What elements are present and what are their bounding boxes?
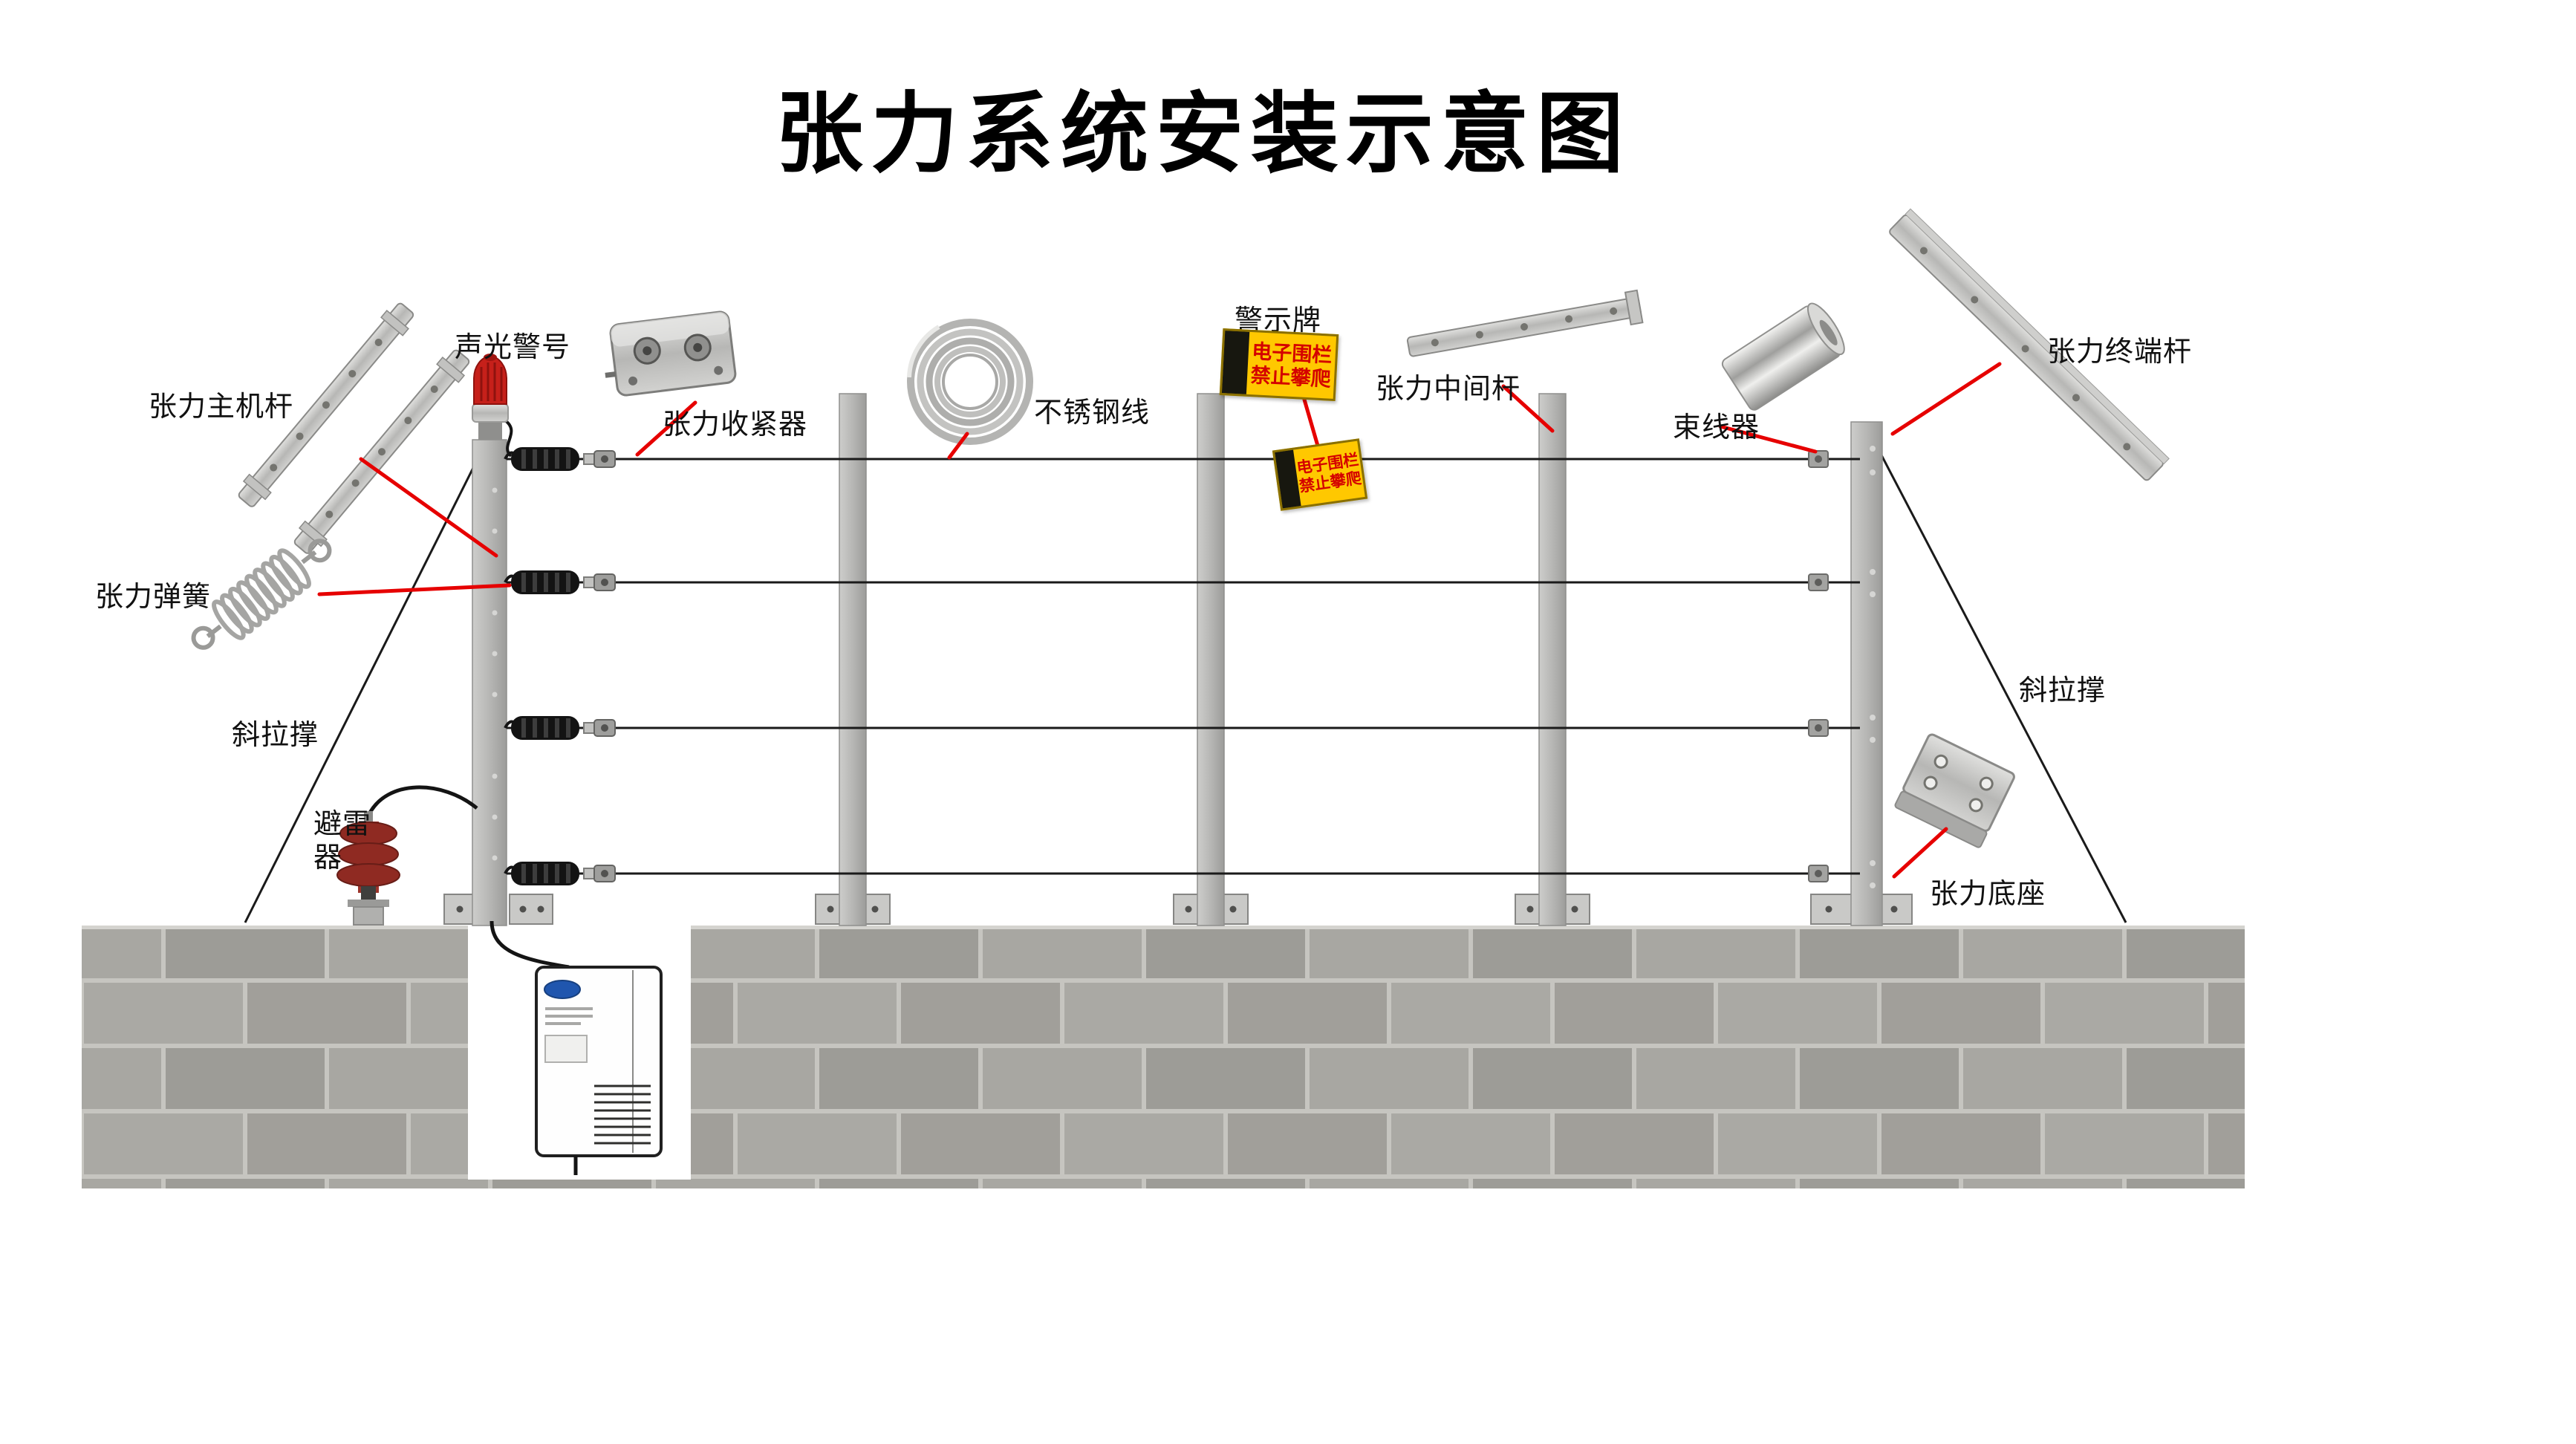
warning-sign-on-fence: 电子围栏 禁止攀爬 [1272,438,1368,511]
fence-posts [472,393,1883,926]
label-diagonal-brace-left: 斜拉撑 [232,720,319,751]
diagonal-braces [244,436,2127,923]
label-middle-post: 张力中间杆 [1376,374,1521,405]
leader-tension-base [1892,827,1948,879]
spring-attachments [504,446,617,887]
wire-clamps-right [1808,450,1829,882]
wire-clamp-sample [1721,302,1845,411]
warning-sign-stripe [1221,331,1250,394]
label-wire-clamp: 束线器 [1673,412,1760,443]
label-main-post: 张力主机杆 [149,391,294,423]
main-post-sample [238,302,470,554]
masonry-wall [82,926,2245,1188]
leader-tension-spring [317,583,512,596]
leader-main-post [359,457,498,558]
middle-post-2 [1197,393,1225,926]
controller-cable-in [489,920,570,969]
leader-tensioner [635,400,697,457]
brand-logo [544,980,581,999]
tensioner-sample [605,310,737,397]
tension-spring-sample [191,539,332,650]
leader-middle-post [1501,384,1555,433]
alarm-beacon [472,354,513,458]
label-diagonal-brace-right: 斜拉撑 [2019,675,2107,706]
warning-sign-sample: 电子围栏 禁止攀爬 [1219,328,1339,402]
post-bases [443,894,1913,925]
warning-sign-line2: 禁止攀爬 [1249,364,1332,391]
label-terminal-post: 张力终端杆 [2047,336,2193,368]
middle-post-3 [1538,393,1567,926]
post-holes [492,446,1876,888]
diagonal-brace-right-line [1870,436,2127,923]
controller-unit [489,920,663,1175]
page-title: 张力系统安装示意图 [775,82,1631,185]
leader-steel-wire [947,432,969,460]
tension-wires [507,458,1860,875]
base-bolts [456,905,1898,913]
label-tension-base: 张力底座 [1930,879,2046,910]
leader-lines [317,362,2002,879]
label-tension-spring: 张力弹簧 [95,582,212,613]
label-steel-wire: 不锈钢线 [1034,397,1151,429]
wire-coil-sample [907,319,1033,445]
leader-warning-sign [1302,397,1320,448]
leader-wire-clamp [1718,424,1818,454]
label-tensioner: 张力收紧器 [663,409,808,440]
diagonal-brace-left-line [244,445,486,923]
vent-slats [594,1084,651,1145]
middle-post-1 [839,393,867,926]
terminal-post [1850,421,1883,926]
label-alarm: 声光警号 [455,332,571,363]
terminal-post-sample [1889,208,2170,481]
leader-terminal-post [1890,362,2002,436]
lightning-arrester [336,785,478,926]
label-lightning-arrester: 避雷器 [313,809,372,874]
arrester-cable [366,785,478,817]
middle-post-sample [1406,289,1644,357]
tension-base-sample [1894,733,2015,848]
main-post [472,439,507,926]
